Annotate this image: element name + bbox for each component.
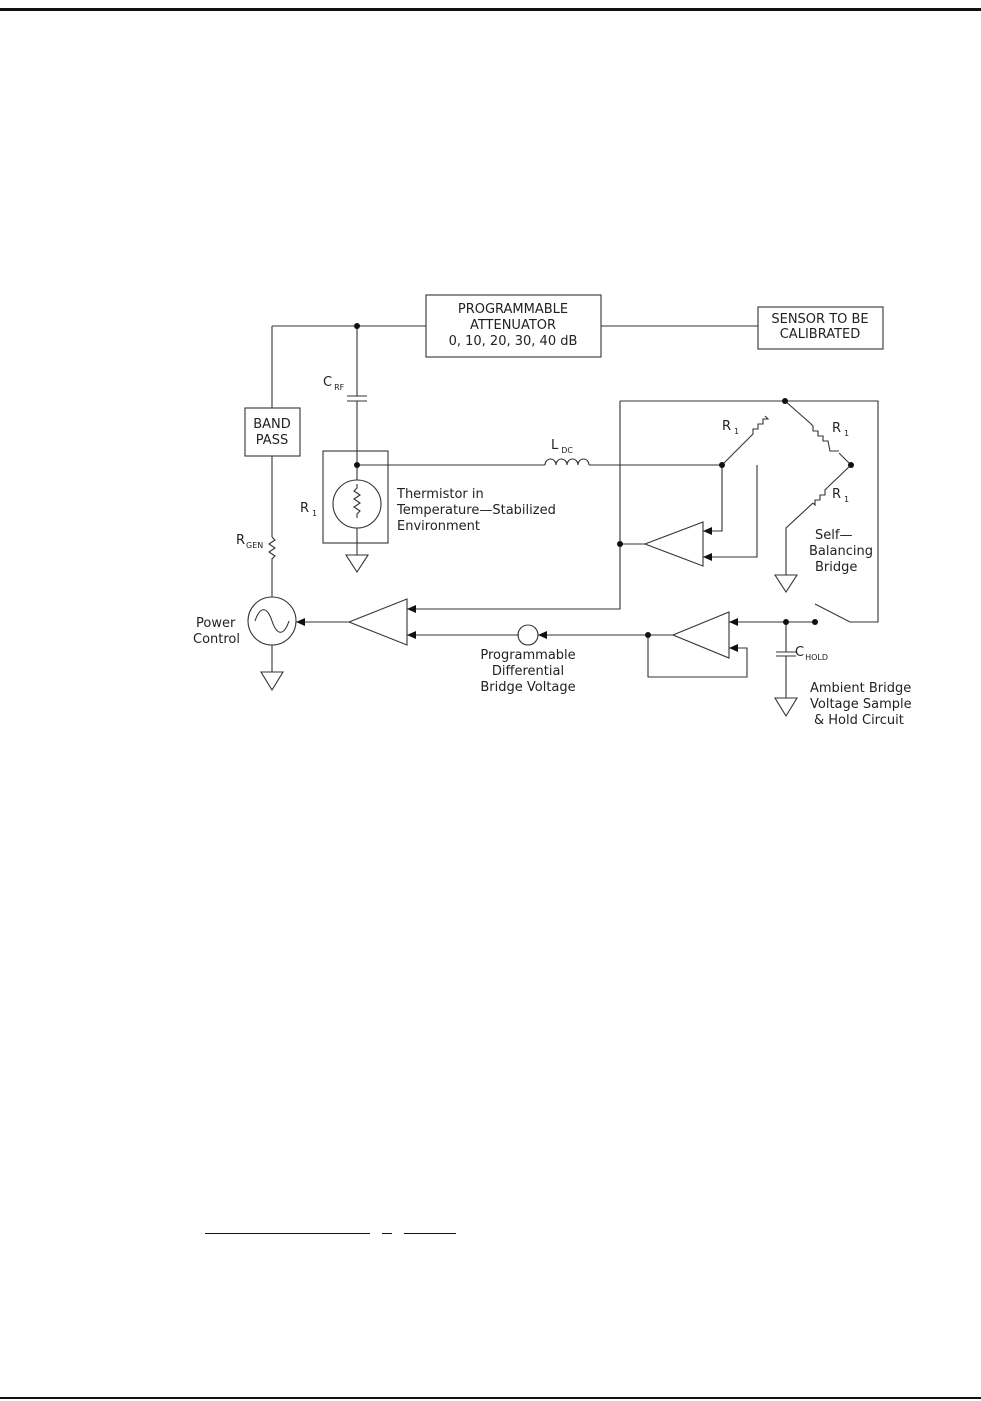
attenuator-label-line1: PROGRAMMABLE — [458, 302, 568, 317]
differential-label-line3: Bridge Voltage — [480, 680, 575, 695]
bridge-label-line1: Self— — [815, 528, 852, 543]
arrowhead — [538, 631, 547, 639]
bandpass-box — [244, 407, 301, 457]
bandpass-label-line2: PASS — [256, 433, 288, 448]
power-control-label-line1: Power — [196, 616, 236, 631]
arrowhead — [729, 618, 738, 626]
wire-amp1-in-top — [703, 465, 723, 532]
wire-loop-down — [407, 401, 621, 610]
junction-dot — [783, 619, 789, 625]
power-control-source — [247, 596, 297, 646]
wire-bridge-arm-tl — [721, 436, 751, 466]
sample-hold-label-line1: Ambient Bridge — [810, 681, 911, 696]
amplifier-power — [347, 598, 408, 646]
amplifier-sample-hold — [671, 611, 730, 659]
ground-symbol — [260, 671, 284, 692]
bridge-label-line2: Balancing — [809, 544, 873, 559]
sample-hold-label-line3: & Hold Circuit — [814, 713, 904, 728]
junction-dot — [848, 462, 854, 468]
junction-dot — [354, 462, 360, 468]
arrowhead — [703, 553, 712, 561]
thermistor-box — [322, 450, 389, 544]
top-rule — [0, 8, 981, 11]
resistor-bridge-tr — [809, 422, 839, 452]
power-control-label-line2: Control — [193, 632, 240, 647]
equation-fraction-bar — [205, 1233, 370, 1234]
resistor-bridge-br — [812, 486, 829, 507]
arrowhead — [703, 527, 712, 535]
wire-bridge-loop — [620, 400, 879, 623]
ground-symbol — [774, 697, 798, 718]
sine-wave — [254, 609, 290, 633]
wire-amp1-in-bottom — [703, 465, 758, 558]
bridge-label-line3: Bridge — [815, 560, 857, 575]
ground-symbol — [773, 574, 799, 594]
arrowhead — [296, 618, 305, 626]
wire-bridge-arm-bl — [785, 502, 814, 575]
junction-dot — [617, 541, 623, 547]
bottom-rule — [0, 1397, 981, 1399]
arrowhead — [729, 644, 738, 652]
thermistor-zigzag — [353, 484, 361, 518]
junction-dot — [782, 398, 788, 404]
wire-amp3-feedback — [647, 635, 748, 678]
thermistor-label-line1: Thermistor in — [396, 487, 484, 502]
junction-dot — [812, 619, 818, 625]
capacitor-chold — [776, 651, 796, 657]
inductor-ldc — [544, 458, 590, 466]
capacitor-crf — [347, 395, 367, 402]
sensor-box — [757, 306, 884, 350]
differential-label-line2: Differential — [492, 664, 564, 679]
rgen-label: RGEN — [236, 533, 263, 550]
sensor-label-line1: SENSOR TO BE — [771, 312, 868, 327]
attenuator-box — [425, 294, 602, 358]
differential-voltage-source — [517, 624, 539, 646]
equation-operator-bar — [382, 1233, 392, 1234]
equation-fraction-bar — [404, 1233, 456, 1234]
attenuator-label-line3: 0, 10, 20, 30, 40 dB — [449, 334, 578, 349]
junction-dot — [719, 462, 725, 468]
wire-bridge-arm-tr — [784, 400, 811, 424]
differential-label-line1: Programmable — [480, 648, 575, 663]
attenuator-label-line2: ATTENUATOR — [470, 318, 556, 333]
amplifier-bridge — [643, 521, 704, 567]
junction-dot — [645, 632, 651, 638]
ground-symbol — [344, 554, 370, 574]
arrowhead — [407, 631, 416, 639]
bandpass-label-line1: BAND — [253, 417, 291, 432]
sensor-label-line2: CALIBRATED — [780, 327, 861, 342]
sample-hold-label-line2: Voltage Sample — [810, 697, 912, 712]
thermistor-label-line3: Environment — [397, 519, 480, 534]
chold-label: CHOLD — [795, 645, 828, 662]
thermistor-symbol — [332, 479, 382, 529]
thermistor-label-line2: Temperature—Stabilized — [396, 503, 556, 518]
arrowhead — [407, 605, 416, 613]
junction-dot — [354, 323, 360, 329]
wire-bridge-arm-br — [827, 464, 852, 488]
resistor-bridge-tl — [749, 415, 770, 438]
resistor-rgen — [268, 536, 276, 563]
